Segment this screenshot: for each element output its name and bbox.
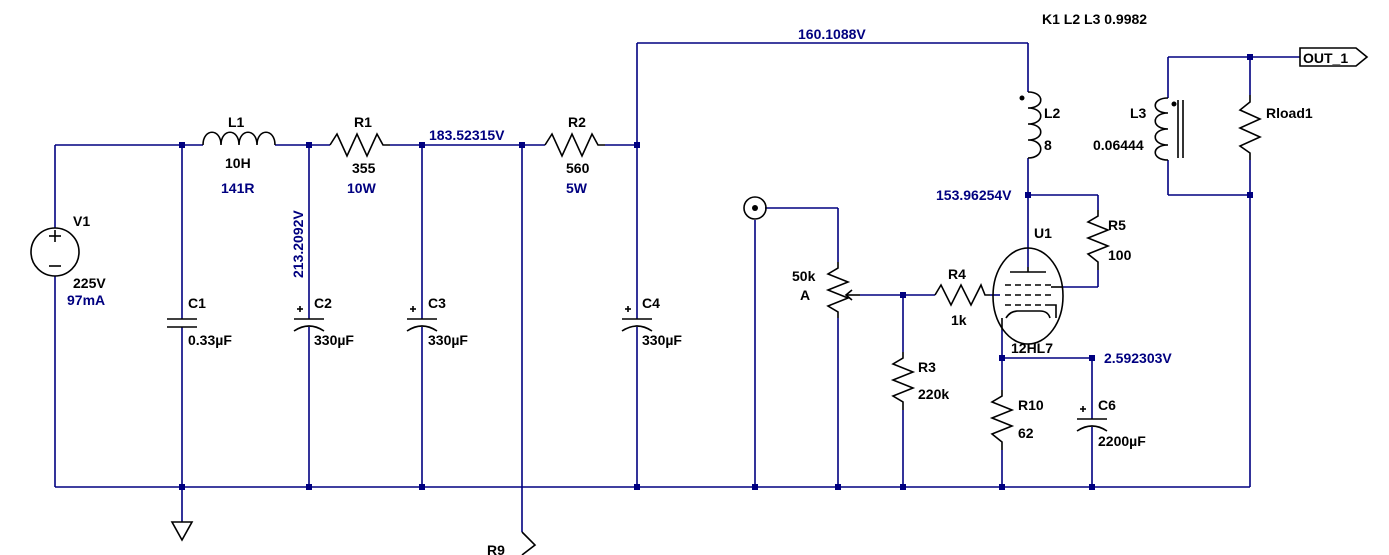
rload-resistor [1238, 95, 1262, 160]
junctions [179, 54, 1253, 490]
l2-value: 8 [1044, 137, 1052, 153]
l3-value: 0.06444 [1093, 137, 1144, 153]
l1-inductor [202, 131, 276, 146]
l1-resistance: 141R [221, 180, 254, 196]
c3-name: C3 [428, 295, 446, 311]
l2-dot [1019, 95, 1025, 101]
c4-name: C4 [642, 295, 660, 311]
l3-name: L3 [1130, 105, 1147, 121]
volume-potentiometer [825, 262, 860, 318]
r3-resistor [890, 352, 916, 410]
u1-tube [992, 247, 1064, 345]
r2-value: 560 [566, 160, 590, 176]
pot-label: A [800, 287, 810, 303]
r1-power: 10W [347, 180, 377, 196]
c2-name: C2 [314, 295, 332, 311]
r10-name: R10 [1018, 397, 1044, 413]
c6-name: C6 [1098, 397, 1116, 413]
l3-inductor [1154, 97, 1169, 161]
r1-resistor [329, 132, 390, 158]
c6-value: 2200µF [1098, 433, 1146, 449]
r9-name: R9 [487, 542, 505, 555]
r4-name: R4 [948, 266, 966, 282]
r5-resistor [1085, 210, 1111, 270]
pot-value: 50k [792, 268, 816, 284]
u1-name: U1 [1034, 225, 1052, 241]
v1-name: V1 [73, 213, 90, 229]
c4-value: 330µF [642, 332, 682, 348]
c2-capacitor [293, 306, 325, 332]
node-voltage-2-59: 2.592303V [1104, 350, 1172, 366]
coupling-directive: K1 L2 L3 0.9982 [1042, 11, 1147, 27]
c1-name: C1 [188, 295, 206, 311]
r3-name: R3 [918, 359, 936, 375]
ground-symbol [170, 521, 194, 542]
r1-name: R1 [354, 114, 372, 130]
v1-current: 97mA [67, 292, 105, 308]
c1-value: 0.33µF [188, 332, 232, 348]
r3-value: 220k [918, 386, 949, 402]
l3-dot [1171, 101, 1177, 107]
r2-name: R2 [568, 114, 586, 130]
r10-value: 62 [1018, 425, 1034, 441]
r2-power: 5W [566, 180, 588, 196]
r10-resistor [989, 390, 1015, 450]
v1-source [30, 227, 80, 277]
rload-name: Rload1 [1266, 105, 1313, 121]
c4-capacitor [621, 306, 653, 332]
out-port-label: OUT_1 [1303, 50, 1348, 66]
r4-resistor [934, 283, 990, 307]
r4-value: 1k [951, 312, 967, 328]
v1-value: 225V [73, 275, 106, 291]
node-voltage-153: 153.96254V [936, 187, 1012, 203]
l2-name: L2 [1044, 105, 1061, 121]
node-voltage-213: 213.2092V [290, 210, 306, 278]
c1-capacitor [167, 318, 197, 328]
c3-value: 330µF [428, 332, 468, 348]
node-voltage-183: 183.52315V [429, 127, 505, 143]
out-port-flag [1299, 47, 1369, 67]
l1-name: L1 [228, 114, 245, 130]
r5-name: R5 [1108, 217, 1126, 233]
wires [54, 42, 1300, 532]
c3-capacitor [406, 306, 438, 332]
c2-value: 330µF [314, 332, 354, 348]
r5-value: 100 [1108, 247, 1132, 263]
node-voltage-160: 160.1088V [798, 26, 866, 42]
r9-resistor [521, 531, 537, 555]
l2-inductor [1027, 91, 1042, 159]
c6-capacitor [1076, 406, 1108, 432]
input-jack [743, 196, 767, 220]
l1-value: 10H [225, 155, 251, 171]
r1-value: 355 [352, 160, 376, 176]
u1-model: 12HL7 [1011, 340, 1053, 356]
r2-resistor [544, 132, 605, 158]
